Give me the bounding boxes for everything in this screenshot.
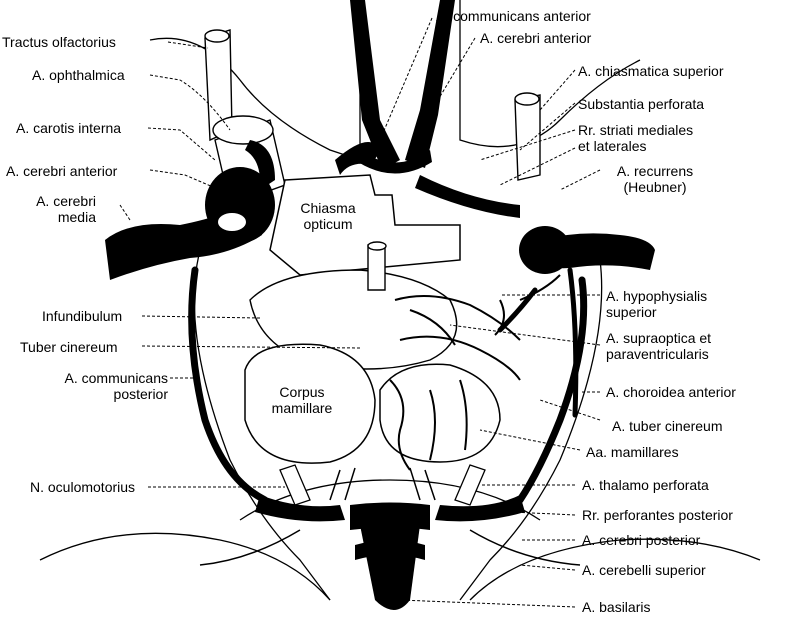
label-thalamo-perforata: A. thalamo perforata: [582, 477, 709, 493]
label-hypophysialis-line1: A. hypophysialis: [606, 288, 708, 304]
label-communicans-posterior-line2: posterior: [113, 386, 168, 402]
label-tuber-cinereum-right: A. tuber cinereum: [612, 418, 723, 434]
label-oculomotorius: N. oculomotorius: [30, 479, 136, 495]
label-carotis-interna: A. carotis interna: [16, 120, 122, 136]
choroidea-anterior: [497, 267, 579, 418]
leader-lines-right: [379, 17, 601, 608]
label-substantia-perforata: Substantia perforata: [578, 96, 705, 112]
label-cerebri-media: A. cerebri media: [10, 193, 96, 225]
label-corpus-mamillare: Corpus mamillare: [262, 384, 342, 416]
cerebri-media-right: [415, 175, 655, 274]
label-rr-perforantes: Rr. perforantes posterior: [582, 507, 733, 523]
label-cerebri-media-line2: media: [57, 209, 96, 225]
label-recurrens: A. recurrens (Heubner): [590, 163, 720, 195]
label-rr-striati: Rr. striati mediales et laterales: [578, 122, 693, 154]
label-choroidea-anterior: A. choroidea anterior: [606, 384, 736, 400]
anterior-cerebral-arteries: [335, 0, 455, 175]
label-cerebri-posterior: A. cerebri posterior: [582, 532, 701, 548]
label-ophthalmica: A. ophthalmica: [32, 67, 125, 83]
communicans-posterior: [188, 266, 588, 504]
olfactory-tract: [204, 29, 541, 181]
label-chiasma-opticum: Chiasma opticum: [288, 200, 368, 232]
label-cerebelli-superior: A. cerebelli superior: [582, 562, 706, 578]
label-cerebri-media-line1: A. cerebri: [36, 193, 96, 209]
label-hypophysialis-superior: A. hypophysialis superior: [606, 288, 707, 320]
label-cerebri-anterior-left: A. cerebri anterior: [6, 163, 118, 179]
chiasma-opticum-shape: [269, 174, 461, 276]
label-infundibulum: Infundibulum: [42, 308, 123, 324]
vessel-highlight: [218, 213, 246, 231]
label-corpus-line1: Corpus: [279, 384, 325, 400]
label-hypophysialis-line2: superior: [606, 304, 657, 320]
label-corpus-line2: mamillare: [271, 400, 333, 416]
label-recurrens-line2: (Heubner): [623, 179, 687, 195]
label-cerebri-anterior-top: A. cerebri anterior: [480, 30, 592, 46]
label-communicans-anterior: A. communicans anterior: [436, 8, 591, 24]
label-supraoptica: A. supraoptica et paraventricularis: [606, 330, 711, 362]
label-chiasma-line1: Chiasma: [300, 200, 356, 216]
corpus-mamillare-shape: [244, 343, 501, 464]
leader-lines-left: [119, 41, 361, 488]
basilaris-region: [255, 495, 525, 610]
label-aa-mamillares: Aa. mamillares: [586, 444, 679, 460]
label-recurrens-line1: A. recurrens: [616, 163, 694, 179]
label-chiasmatica-superior: A. chiasmatica superior: [578, 63, 724, 79]
label-chiasma-line2: opticum: [303, 216, 353, 232]
label-basilaris: A. basilaris: [582, 599, 651, 615]
perforating-branches: [199, 467, 581, 566]
label-tractus-olfactorius: Tractus olfactorius: [2, 34, 116, 50]
label-communicans-posterior-line1: A. communicans: [64, 370, 168, 386]
label-rr-striati-line1: Rr. striati mediales: [578, 122, 694, 138]
small-branches: [389, 274, 561, 471]
label-supraoptica-line1: A. supraoptica et: [606, 330, 712, 346]
oculomotor-nerve: [279, 464, 486, 506]
label-rr-striati-line2: et laterales: [578, 138, 647, 154]
label-supraoptica-line2: paraventricularis: [606, 346, 709, 362]
label-communicans-posterior: A. communicans posterior: [10, 370, 168, 402]
label-tuber-cinereum-left: Tuber cinereum: [20, 339, 118, 355]
